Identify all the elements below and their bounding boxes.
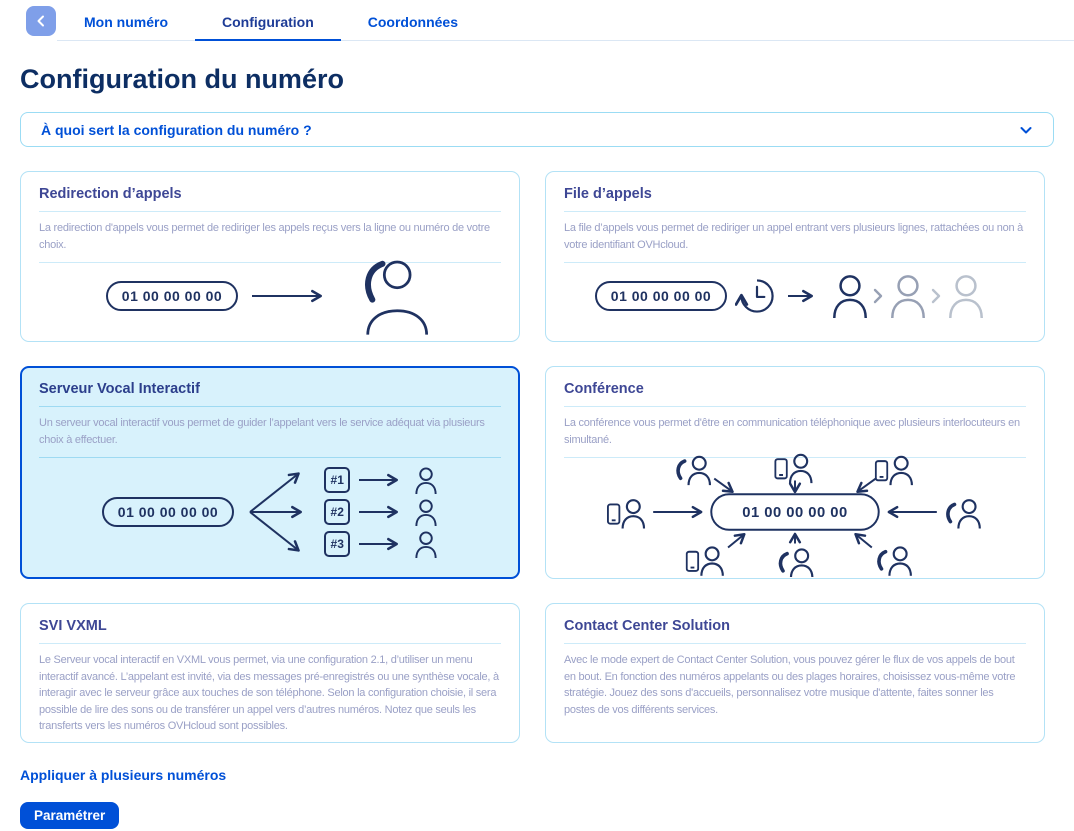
caller-with-mobile-icon — [775, 455, 811, 483]
card-conference[interactable]: Conférence La conférence vous permet d'ê… — [545, 366, 1045, 580]
card-description: Un serveur vocal interactif vous permet … — [39, 417, 485, 446]
card-title: Conférence — [564, 381, 644, 398]
accordion-question: À quoi sert la configuration du numéro ? — [41, 121, 312, 138]
apply-multiple-numbers-link[interactable]: Appliquer à plusieurs numéros — [20, 767, 227, 784]
divider — [564, 643, 1026, 645]
svi-option-row: #1 — [324, 467, 438, 494]
file-appels-illustration: 01 00 00 00 00 — [564, 263, 1026, 329]
top-bar: Mon numéro Configuration Coordonnées — [0, 0, 1074, 41]
divider — [39, 262, 501, 264]
card-contact-center-solution[interactable]: Contact Center Solution Avec le mode exp… — [545, 603, 1045, 744]
arrow-right-icon — [788, 290, 814, 303]
svi-option-row: #3 — [324, 531, 438, 558]
conference-diagram-icon: 01 00 00 00 00 — [575, 447, 1015, 577]
queue-persons-icon — [833, 275, 984, 319]
phone-number-pill: 01 00 00 00 00 — [594, 281, 728, 312]
caller-with-mobile-icon — [608, 501, 644, 529]
svi-option-row: #2 — [324, 499, 438, 526]
caller-with-phone-icon — [678, 457, 710, 485]
divider — [39, 211, 501, 213]
fan-arrows-icon — [249, 472, 303, 553]
divider — [564, 406, 1026, 408]
page-title: Configuration du numéro — [20, 64, 344, 94]
back-button[interactable] — [26, 6, 56, 36]
card-description: Avec le mode expert de Contact Center So… — [564, 654, 1016, 716]
caller-with-phone-icon — [948, 501, 980, 529]
option-1-key: #1 — [324, 467, 351, 494]
option-2-key: #2 — [324, 499, 351, 526]
divider — [39, 406, 501, 408]
arrow-right-icon — [359, 506, 399, 519]
person-icon — [415, 531, 437, 558]
divider — [564, 262, 1026, 264]
person-icon — [415, 467, 437, 494]
card-serveur-vocal-interactif[interactable]: Serveur Vocal Interactif Un serveur voca… — [20, 366, 520, 580]
tab-bar: Mon numéro Configuration Coordonnées — [57, 6, 1074, 41]
card-svi-vxml[interactable]: SVI VXML Le Serveur vocal interactif en … — [20, 603, 520, 744]
card-description: La file d’appels vous permet de redirige… — [564, 222, 1024, 251]
card-title: Serveur Vocal Interactif — [39, 381, 200, 398]
card-file-appels[interactable]: File d’appels La file d’appels vous perm… — [545, 171, 1045, 343]
redirection-illustration: 01 00 00 00 00 — [39, 260, 501, 336]
card-title: Redirection d’appels — [39, 186, 182, 203]
parametrer-button[interactable]: Paramétrer — [20, 802, 120, 830]
card-title: File d’appels — [564, 186, 652, 203]
card-description: La redirection d'appels vous permet de r… — [39, 222, 490, 251]
caller-with-mobile-icon — [687, 548, 723, 576]
chevron-down-icon — [1020, 126, 1032, 134]
tab-mon-numero[interactable]: Mon numéro — [84, 14, 168, 30]
phone-number-pill: 01 00 00 00 00 — [101, 497, 235, 528]
divider — [39, 643, 501, 645]
caller-with-phone-icon — [781, 550, 813, 578]
waiting-clock-icon — [735, 279, 774, 314]
svi-options: #1 #2 #3 — [324, 467, 438, 558]
tab-configuration[interactable]: Configuration — [195, 6, 341, 41]
arrow-right-icon — [359, 474, 399, 487]
phone-number-pill: 01 00 00 00 00 — [105, 281, 239, 312]
person-with-phone-icon — [365, 260, 429, 336]
card-description: La conférence vous permet d'être en comm… — [564, 417, 1020, 446]
conference-illustration: 01 00 00 00 00 — [564, 458, 1026, 566]
card-title: Contact Center Solution — [564, 618, 730, 635]
caller-with-mobile-icon — [876, 457, 912, 485]
card-title: SVI VXML — [39, 618, 107, 635]
configuration-cards-grid: Redirection d’appels La redirection d'ap… — [20, 171, 1054, 744]
arrow-right-icon — [359, 538, 399, 551]
tab-coordonnees[interactable]: Coordonnées — [367, 14, 458, 30]
svi-illustration: 01 00 00 00 00 #1 #2 #3 — [39, 458, 501, 566]
divider — [564, 211, 1026, 213]
card-redirection-appels[interactable]: Redirection d’appels La redirection d'ap… — [20, 171, 520, 343]
svg-text:01 00 00 00 00: 01 00 00 00 00 — [742, 505, 847, 521]
accordion-what-is-configuration[interactable]: À quoi sert la configuration du numéro ? — [20, 112, 1054, 148]
divider — [39, 457, 501, 459]
caller-with-phone-icon — [879, 548, 911, 576]
chevron-left-icon — [37, 15, 44, 27]
card-description: Le Serveur vocal interactif en VXML vous… — [39, 654, 499, 733]
option-3-key: #3 — [324, 531, 351, 558]
person-icon — [415, 499, 437, 526]
arrow-right-icon — [252, 290, 323, 303]
